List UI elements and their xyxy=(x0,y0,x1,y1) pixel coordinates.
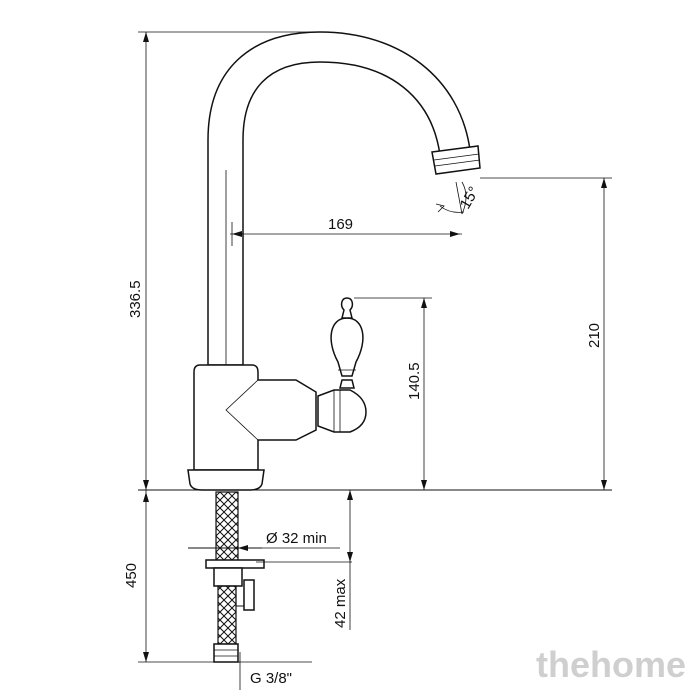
supply-hose xyxy=(188,491,265,663)
dim-spout-height xyxy=(480,177,612,490)
aerator xyxy=(431,145,481,175)
dim-total-height-label: 336.5 xyxy=(127,280,144,318)
dim-reach xyxy=(230,222,462,246)
dim-spout-height-label: 210 xyxy=(586,323,603,348)
dim-thread xyxy=(238,652,312,690)
dim-thread-label: G 3/8" xyxy=(250,670,292,687)
dim-handle-height xyxy=(354,297,432,490)
dim-deck-max xyxy=(256,490,353,630)
mixer-body xyxy=(187,364,317,491)
swivel-angle-mark xyxy=(435,181,467,215)
dim-deck-max-label: 42 max xyxy=(332,578,349,628)
dim-hole-diameter-label: Ø 32 min xyxy=(266,530,327,547)
spout xyxy=(207,31,471,366)
dim-reach-label: 169 xyxy=(328,216,353,233)
handle xyxy=(317,297,367,433)
dim-handle-height-label: 140.5 xyxy=(406,362,423,400)
dim-hole-diameter xyxy=(236,545,340,551)
dim-shank-length-label: 450 xyxy=(123,563,140,588)
dim-shank-length xyxy=(138,490,240,663)
dim-total-height xyxy=(138,31,320,490)
watermark-logo: thehome xyxy=(536,644,687,685)
